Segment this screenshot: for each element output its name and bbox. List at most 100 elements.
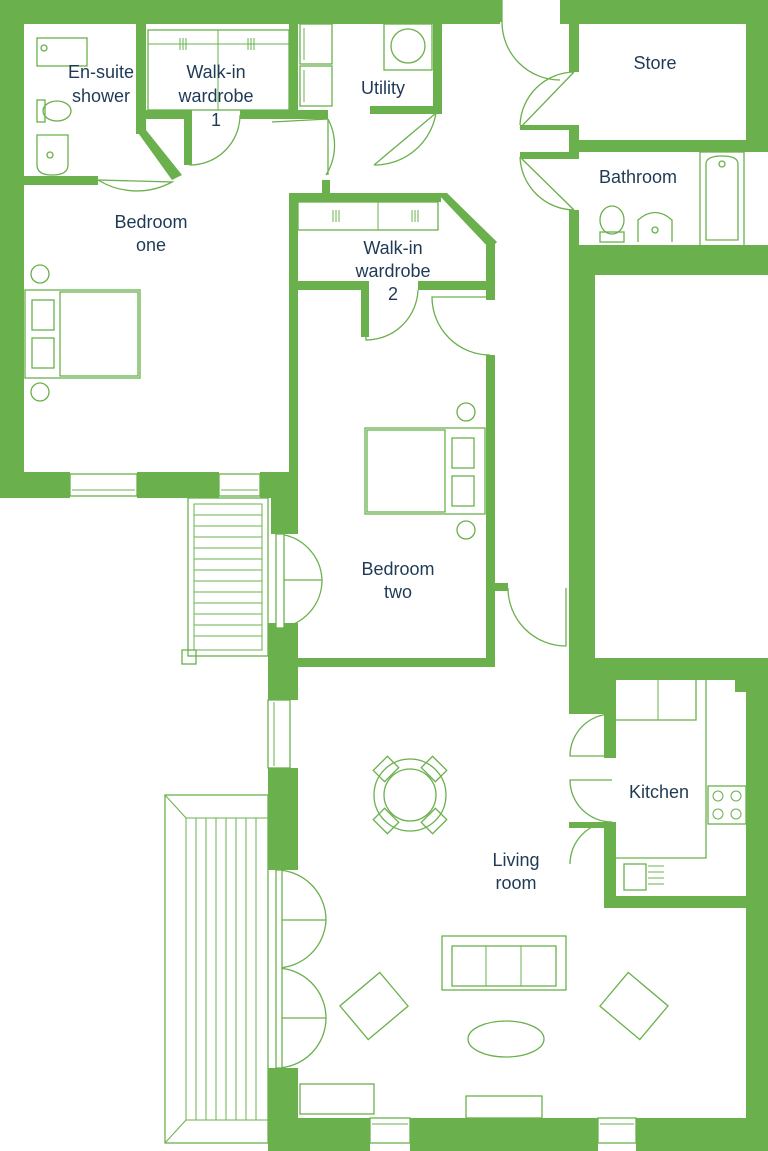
wall-living-left-b xyxy=(268,768,298,870)
bedroom2-label-1: Bedroom xyxy=(361,559,434,579)
balcony-bedroom xyxy=(187,497,269,657)
wall-wir2-bottom-b xyxy=(418,281,495,290)
wall-ensuite-right xyxy=(136,20,146,134)
door-corridor xyxy=(507,587,567,647)
wall-corridor-right xyxy=(569,245,595,595)
wall-utility-stub xyxy=(322,180,330,200)
walkin2-label-3: 2 xyxy=(388,284,398,304)
toilet-icon xyxy=(36,99,72,123)
walkin1-label-3: 1 xyxy=(211,110,221,130)
wall-wir1-right xyxy=(289,20,298,112)
wall-wir1-jamb xyxy=(184,110,192,165)
wall-left xyxy=(0,0,24,498)
wall-wir2-door-jamb xyxy=(361,281,369,337)
wall-right-store xyxy=(746,0,768,145)
basin-icon xyxy=(36,134,69,176)
door-utility xyxy=(373,112,437,166)
wall-store-bottom xyxy=(574,140,768,152)
door-bed2-french-a xyxy=(277,533,323,581)
washing-machine-icon xyxy=(299,23,333,107)
wall-wir1-bottom-b xyxy=(240,110,328,119)
door-ensuite xyxy=(97,179,175,192)
wall-bath-left xyxy=(569,210,579,270)
wall-kitchen-left-b xyxy=(604,678,616,758)
wall-utility-right xyxy=(433,20,442,112)
boiler-icon xyxy=(383,23,433,71)
wall-living-left-c xyxy=(268,1068,298,1151)
wall-bed1-bottom-a xyxy=(0,472,70,498)
door-living-french-b xyxy=(275,967,327,1069)
window-bed1-a xyxy=(69,473,138,497)
sideboard-icon xyxy=(299,1083,375,1115)
bath-toilet-icon xyxy=(599,205,625,243)
window-living-bottom-b xyxy=(597,1117,637,1144)
wall-wir2-top xyxy=(289,193,441,202)
wall-entrance-right xyxy=(560,0,570,22)
door-bed2-french-b xyxy=(277,579,323,629)
wall-ensuite-diagonal xyxy=(136,130,182,180)
ensuite-label-1: En-suite xyxy=(68,62,134,82)
wall-entrance-left xyxy=(490,0,502,22)
wall-store-left xyxy=(569,0,579,72)
wall-bed2-right xyxy=(486,355,495,590)
wall-kitchen-door-stub xyxy=(569,822,616,828)
double-bed-icon-2 xyxy=(364,402,486,540)
wall-right-step xyxy=(735,680,768,692)
wall-top-right xyxy=(560,0,768,24)
walkin1-label-1: Walk-in xyxy=(186,62,245,82)
balconies xyxy=(164,497,269,1144)
doors xyxy=(97,0,613,1069)
wall-kitchen-top xyxy=(569,658,768,680)
fixtures xyxy=(24,23,747,1119)
wardrobe-rail-2 xyxy=(297,201,439,231)
kitchen-label: Kitchen xyxy=(629,782,689,802)
wall-bed1-bottom-b xyxy=(137,472,219,498)
tv-unit-icon xyxy=(465,1095,543,1119)
wall-kitchen-left-c xyxy=(604,822,616,908)
bathroom-label: Bathroom xyxy=(599,167,677,187)
wall-bed2-right-low xyxy=(486,588,495,667)
wall-kitchen-bottom xyxy=(604,896,768,908)
sofa-icon xyxy=(441,935,567,991)
wall-bed2-right-stub xyxy=(486,583,508,591)
wall-wir1-bottom-a xyxy=(136,110,188,119)
living-label-2: room xyxy=(495,873,536,893)
door-living-french-a xyxy=(275,869,327,969)
door-bathroom xyxy=(519,156,575,211)
wall-ensuite-bottom xyxy=(24,176,98,185)
walkin2-label-1: Walk-in xyxy=(363,238,422,258)
window-living-left xyxy=(267,699,291,769)
door-walkin1 xyxy=(189,114,241,166)
door-bed2 xyxy=(431,296,491,356)
wardrobe-rail-1 xyxy=(147,29,290,111)
utility-label: Utility xyxy=(361,78,405,98)
wall-utility-bottom xyxy=(370,106,442,114)
door-kitchen-a xyxy=(569,713,613,757)
wall-bed2-left-b xyxy=(289,195,298,485)
armchair-icon-left xyxy=(339,971,409,1041)
door-hall-double-a xyxy=(271,118,336,176)
wall-wir2-diagonal xyxy=(437,193,497,249)
wall-bath-top-stub xyxy=(520,152,579,159)
shower-icon xyxy=(36,37,88,67)
windows xyxy=(69,473,637,1144)
bedroom1-label-2: one xyxy=(136,235,166,255)
window-living-bottom-a xyxy=(369,1117,411,1144)
walkin2-label-2: wardrobe xyxy=(354,261,430,281)
room-labels: En-suite shower Walk-in wardrobe 1 Utili… xyxy=(68,53,689,893)
wall-store-stub xyxy=(520,125,579,130)
double-bed-icon xyxy=(24,264,141,402)
door-store xyxy=(519,71,575,129)
coffee-table-icon xyxy=(467,1020,545,1058)
bath-basin-icon xyxy=(637,211,673,242)
dining-table-icon xyxy=(372,755,448,835)
walkin1-label-2: wardrobe xyxy=(177,86,253,106)
armchair-icon-right xyxy=(599,971,669,1041)
kitchen-units-icon xyxy=(616,680,747,891)
wall-living-bottom-c xyxy=(636,1118,768,1151)
wall-living-bottom-b xyxy=(410,1118,598,1151)
living-label-1: Living xyxy=(492,850,539,870)
